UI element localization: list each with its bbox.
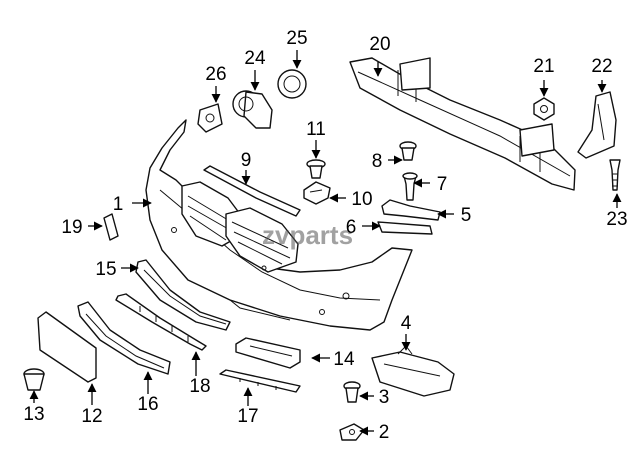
part-12-license-bracket[interactable] — [37, 311, 97, 383]
callout-16: 16 — [137, 394, 158, 415]
callout-24: 24 — [244, 48, 266, 69]
part-26-sensor-holder[interactable] — [197, 103, 223, 133]
callout-25: 25 — [286, 28, 307, 49]
callout-18: 18 — [189, 376, 210, 397]
part-13-grommet[interactable] — [23, 368, 45, 391]
part-23-stud[interactable] — [609, 159, 621, 191]
part-21-nut[interactable] — [533, 97, 555, 121]
callout-9: 9 — [241, 150, 252, 171]
part-11-push-pin[interactable] — [306, 159, 326, 179]
callout-7: 7 — [437, 174, 448, 195]
part-3-screw[interactable] — [343, 381, 361, 403]
part-5-bracket[interactable] — [381, 199, 441, 221]
leader-lines — [29, 50, 622, 436]
callout-13: 13 — [23, 404, 44, 425]
callout-11: 11 — [306, 119, 326, 140]
callout-19: 19 — [61, 217, 82, 238]
part-22-side-bracket[interactable] — [577, 91, 617, 159]
part-8-screw[interactable] — [399, 141, 417, 161]
callout-5: 5 — [461, 205, 472, 226]
callout-26: 26 — [205, 64, 226, 85]
callout-23: 23 — [606, 209, 627, 230]
callout-14: 14 — [333, 349, 355, 370]
kidney-grille — [181, 181, 299, 273]
callout-6: 6 — [346, 217, 357, 238]
part-25-ring[interactable] — [277, 69, 307, 99]
part-18-trim-strip[interactable] — [115, 293, 207, 351]
callout-15: 15 — [95, 259, 116, 280]
part-19-plate[interactable] — [103, 213, 119, 241]
part-10-clip[interactable] — [303, 181, 331, 205]
part-6-bracket[interactable] — [377, 221, 433, 235]
part-14-panel[interactable] — [235, 337, 301, 369]
callout-21: 21 — [533, 56, 554, 77]
part-20-bumper-carrier[interactable] — [349, 57, 576, 191]
part-2-nut-clip[interactable] — [339, 423, 365, 441]
part-15-lower-grille[interactable] — [135, 259, 231, 331]
part-17-trim[interactable] — [219, 369, 301, 393]
part-7-clip[interactable] — [402, 172, 418, 201]
callout-8: 8 — [372, 151, 383, 172]
watermark: zvparts — [262, 220, 353, 250]
callout-2: 2 — [379, 422, 390, 443]
part-9-trim-strip[interactable] — [203, 165, 301, 217]
callout-20: 20 — [369, 34, 390, 55]
callout-12: 12 — [81, 406, 102, 427]
part-24-sensor-housing[interactable] — [232, 90, 273, 129]
callout-22: 22 — [591, 56, 612, 77]
callout-10: 10 — [351, 189, 372, 210]
callout-1: 1 — [113, 194, 124, 215]
callout-labels: 1 2 3 4 5 6 7 8 9 10 11 12 13 14 15 16 1… — [23, 28, 627, 443]
part-16-grille[interactable] — [77, 301, 171, 375]
callout-3: 3 — [379, 387, 390, 408]
callout-4: 4 — [401, 313, 412, 334]
callout-17: 17 — [237, 406, 258, 427]
part-4-fog-lamp[interactable] — [371, 345, 455, 397]
